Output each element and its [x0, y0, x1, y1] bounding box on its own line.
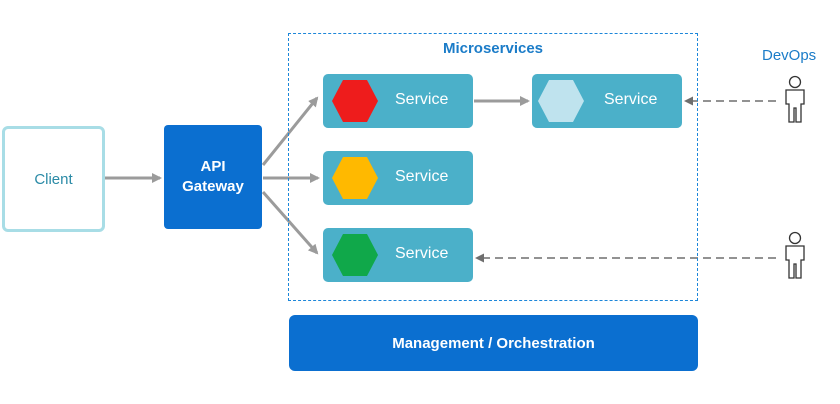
service-box-red: Service	[323, 74, 473, 128]
service-label: Service	[395, 168, 449, 185]
devops-label: DevOps	[762, 47, 817, 64]
service-label: Service	[395, 91, 449, 108]
management-orchestration-bar: Management / Orchestration	[289, 315, 698, 371]
service-box-yellow: Service	[323, 151, 473, 205]
microservices-container	[288, 33, 698, 301]
person-outline-icon	[785, 75, 805, 123]
hexagon-icon	[332, 157, 378, 199]
service-box-green: Service	[323, 228, 473, 282]
api-gateway-box: API Gateway	[164, 125, 262, 229]
client-label: Client	[34, 170, 73, 188]
service-box-light: Service	[532, 74, 682, 128]
microservices-title: Microservices	[442, 40, 544, 57]
service-label: Service	[604, 91, 658, 108]
management-label: Management / Orchestration	[392, 334, 595, 352]
hexagon-icon	[332, 234, 378, 276]
hexagon-icon	[332, 80, 378, 122]
service-label: Service	[395, 245, 449, 262]
client-box: Client	[2, 126, 105, 232]
hexagon-icon	[538, 80, 584, 122]
gateway-label-line2: Gateway	[182, 178, 244, 195]
gateway-label-line1: API	[200, 158, 226, 175]
person-outline-icon	[785, 231, 805, 279]
